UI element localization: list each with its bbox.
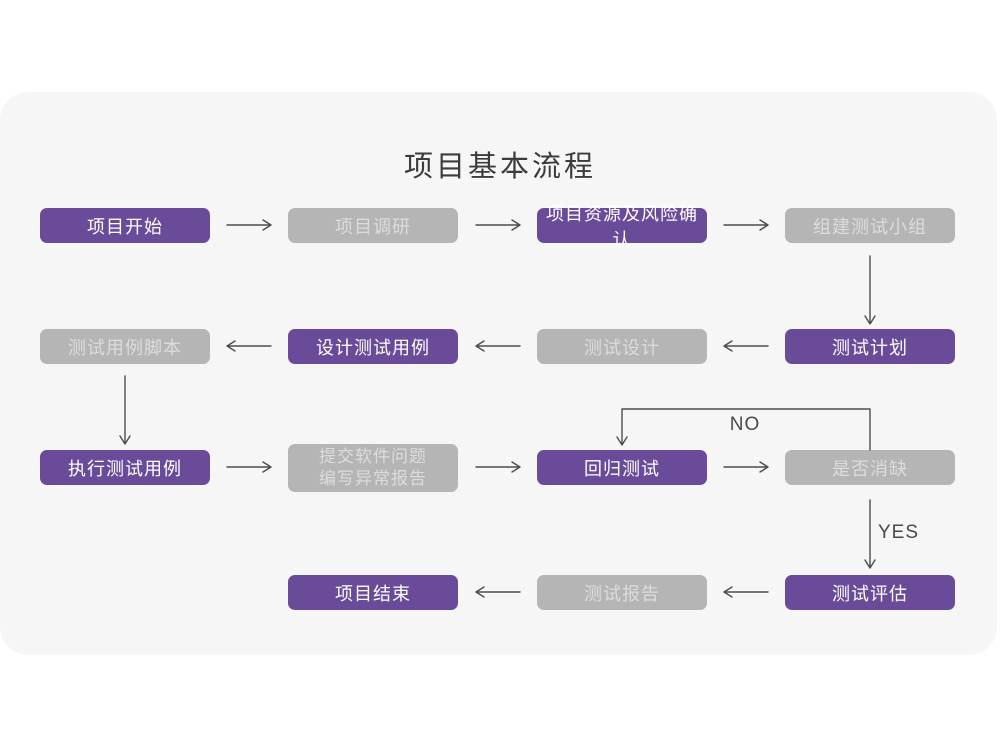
edge-label-yes: YES xyxy=(878,522,920,543)
node-test-plan: 测试计划 xyxy=(785,329,955,364)
node-test-design: 测试设计 xyxy=(537,329,707,364)
node-build-test-team: 组建测试小组 xyxy=(785,208,955,243)
node-project-research: 项目调研 xyxy=(288,208,458,243)
node-test-report: 测试报告 xyxy=(537,575,707,610)
node-execute-test-case: 执行测试用例 xyxy=(40,450,210,485)
node-submit-issue-report: 提交软件问题 编写异常报告 xyxy=(288,444,458,492)
page-title: 项目基本流程 xyxy=(403,151,596,183)
node-project-start: 项目开始 xyxy=(40,208,210,243)
node-project-end: 项目结束 xyxy=(288,575,458,610)
flowchart-card xyxy=(0,92,997,655)
node-test-evaluation: 测试评估 xyxy=(785,575,955,610)
edge-label-no: NO xyxy=(729,414,761,435)
node-regression-test: 回归测试 xyxy=(537,450,707,485)
node-defect-cleared: 是否消缺 xyxy=(785,450,955,485)
node-test-case-script: 测试用例脚本 xyxy=(40,329,210,364)
node-design-test-case: 设计测试用例 xyxy=(288,329,458,364)
node-resources-risk-confirm: 项目资源及风险确认 xyxy=(537,204,707,250)
